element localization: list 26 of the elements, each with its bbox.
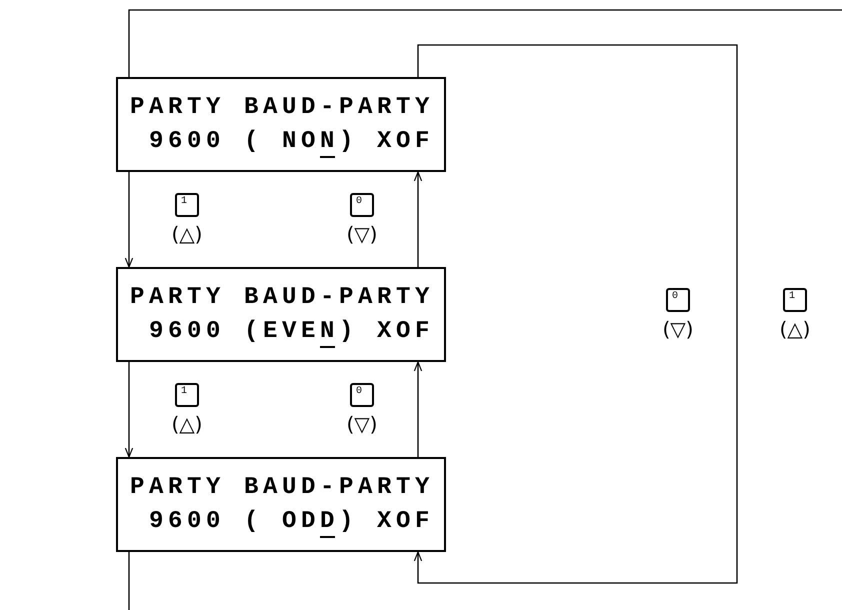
display-panel	[116, 77, 446, 172]
display-text: PARTY BAUD-PARTY	[130, 284, 434, 312]
display-text: PARTY BAUD-PARTY	[130, 474, 434, 502]
display-text: 9600 (EVEN) XOF	[149, 318, 434, 346]
key-cap: 1	[175, 193, 199, 217]
key-symbol: (▽)	[662, 317, 694, 341]
key-cap: 0	[350, 193, 374, 217]
key-symbol: (▽)	[346, 412, 378, 436]
arrow	[414, 171, 422, 267]
arrow	[414, 44, 738, 584]
display-panel	[116, 267, 446, 362]
key-cap: 1	[175, 383, 199, 407]
display-panel	[116, 457, 446, 552]
arrow	[124, 172, 134, 268]
display-text: PARTY BAUD-PARTY	[130, 94, 434, 122]
key-cap: 0	[666, 288, 690, 312]
key-symbol: (▽)	[346, 222, 378, 246]
display-text: 9600 ( NON) XOF	[149, 128, 434, 156]
key-symbol: (△)	[172, 222, 202, 246]
key-cap: 1	[783, 288, 807, 312]
key-symbol: (△)	[172, 412, 202, 436]
display-text: 9600 ( ODD) XOF	[149, 508, 434, 536]
key-symbol: (△)	[780, 317, 810, 341]
arrow	[124, 362, 134, 458]
arrow	[414, 361, 422, 457]
key-cap: 0	[350, 383, 374, 407]
